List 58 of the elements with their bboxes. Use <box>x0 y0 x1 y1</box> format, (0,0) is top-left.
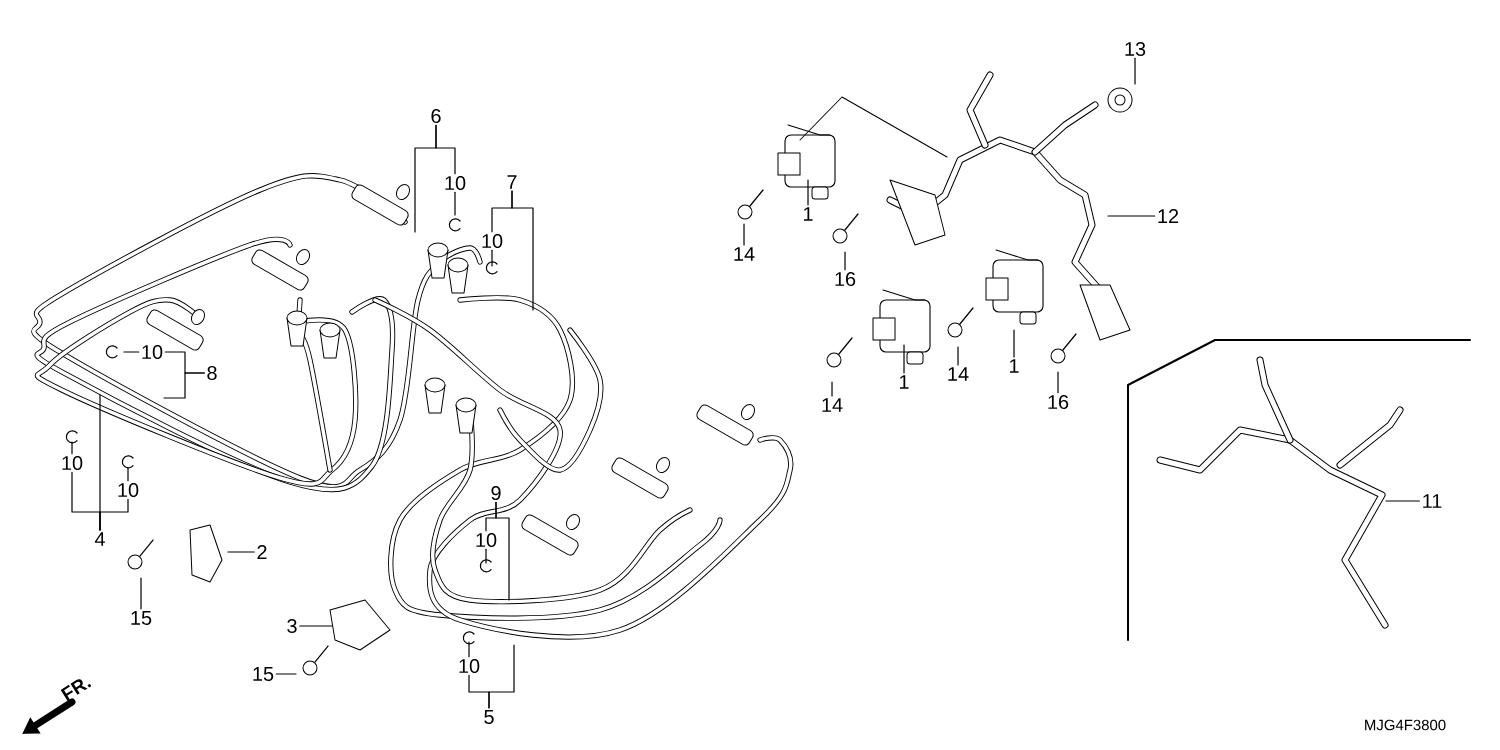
callout-number: 9 <box>491 485 501 501</box>
leader-line <box>99 394 101 531</box>
leader-line <box>1107 215 1156 217</box>
callout-number: 15 <box>131 611 152 625</box>
callout-number: 1 <box>1010 359 1019 373</box>
callout-number: 10 <box>476 532 497 548</box>
leader-line <box>1013 329 1015 358</box>
leader-line <box>495 501 510 601</box>
leader-line <box>511 190 534 311</box>
leader-line <box>1385 500 1421 502</box>
callout-number: 8 <box>207 365 217 381</box>
callout-number: 16 <box>835 271 856 287</box>
callout-number: 14 <box>948 367 969 381</box>
leader-line <box>491 249 493 267</box>
leader-line <box>227 551 255 553</box>
leader-line <box>831 381 833 397</box>
leader-line <box>140 577 142 610</box>
callout-number: 11 <box>1423 494 1442 508</box>
leader-line <box>71 441 73 455</box>
leader-line <box>844 251 846 271</box>
callout-number: 14 <box>822 398 843 412</box>
callout-number: 12 <box>1158 209 1179 223</box>
callout-number: 2 <box>257 545 267 559</box>
leader-line <box>743 223 745 246</box>
leader-line <box>903 344 905 374</box>
leader-line <box>957 346 959 366</box>
leader-line <box>807 179 809 206</box>
callout-number: 10 <box>142 344 163 360</box>
callout-number: 16 <box>1048 394 1069 410</box>
leader-line <box>1134 57 1136 85</box>
leader-line <box>1057 371 1059 394</box>
leader-line <box>163 372 205 399</box>
callout-number: 5 <box>484 710 494 724</box>
callout-number: 7 <box>507 175 517 189</box>
leader-line <box>485 548 487 564</box>
leader-line <box>127 467 129 482</box>
part-code: MJG4F3800 <box>1365 719 1446 731</box>
callout-number: 6 <box>431 108 441 124</box>
callout-number: 13 <box>1125 41 1146 57</box>
leader-line <box>468 641 470 658</box>
callout-number: 10 <box>482 233 503 249</box>
callout-number: 4 <box>94 532 105 546</box>
leader-line <box>123 351 140 353</box>
callout-number: 14 <box>734 247 755 261</box>
direction-label: FR. <box>60 679 92 701</box>
callout-number: 3 <box>287 618 297 634</box>
leader-line <box>299 625 333 627</box>
callout-number: 1 <box>804 207 813 221</box>
leader-line <box>275 673 297 675</box>
callout-number: 1 <box>900 375 909 389</box>
leader-line <box>488 644 515 709</box>
callout-number: 10 <box>118 482 139 498</box>
callout-number: 10 <box>459 658 480 674</box>
callout-number: 15 <box>253 667 274 681</box>
leader-line <box>414 124 437 233</box>
leader-line <box>454 191 456 216</box>
callout-number: 10 <box>445 175 466 191</box>
callout-number: 10 <box>62 455 83 471</box>
